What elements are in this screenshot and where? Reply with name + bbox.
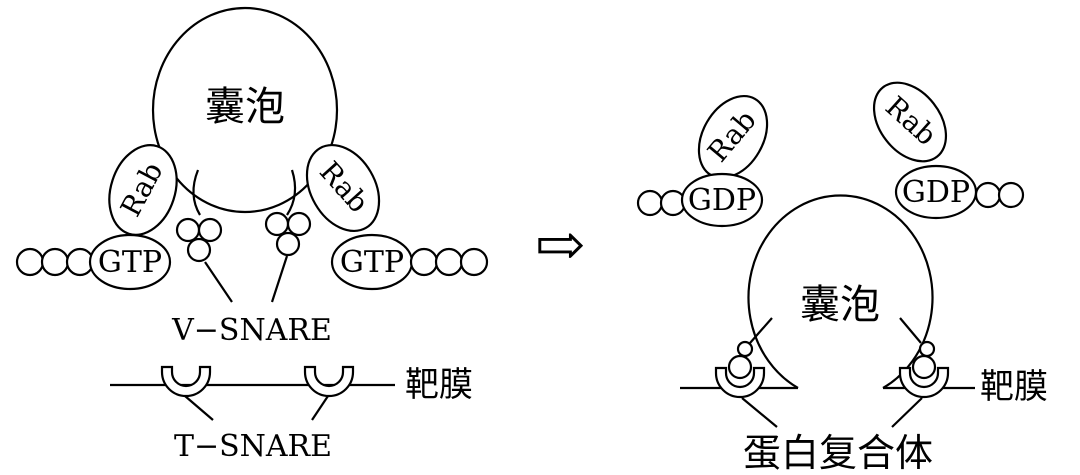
gdp-label-left: GDP bbox=[688, 183, 756, 218]
phosphate-circle bbox=[15, 247, 45, 277]
rab-right bbox=[305, 143, 381, 233]
complex-tether bbox=[749, 317, 773, 344]
gtp-label-left: GTP bbox=[98, 245, 162, 280]
gdp-label-right: GDP bbox=[902, 175, 970, 210]
v-snare-leader bbox=[270, 255, 289, 303]
complex-tether bbox=[899, 317, 922, 344]
t-snare-cup bbox=[714, 366, 766, 399]
v-snare-circle bbox=[911, 354, 937, 380]
t-snare-cup bbox=[898, 366, 950, 399]
gdp-left bbox=[680, 172, 764, 228]
vesicle-right bbox=[747, 194, 934, 389]
v-snare-circle bbox=[186, 237, 212, 263]
v-snare-circle bbox=[727, 354, 753, 380]
t-snare-leader bbox=[184, 395, 214, 421]
complex-leader bbox=[741, 397, 778, 428]
protein-complex-label: 蛋白复合体 bbox=[743, 431, 933, 475]
membrane-label-right: 靶膜 bbox=[980, 367, 1048, 407]
gtp-right-group: GTP bbox=[330, 233, 489, 291]
complex-leader bbox=[891, 397, 923, 428]
phosphate-circle bbox=[997, 181, 1025, 209]
t-snare-cup-left bbox=[160, 365, 212, 398]
phosphate-circle bbox=[459, 247, 489, 277]
gtp-left bbox=[88, 233, 172, 291]
phosphate-circle bbox=[974, 181, 1002, 209]
tether-left bbox=[192, 169, 201, 216]
v-snare-circle bbox=[264, 211, 290, 237]
v-snare-circle bbox=[918, 340, 936, 358]
protein-complex-right bbox=[898, 317, 950, 399]
rab-right-panel-right bbox=[872, 81, 948, 163]
t-snare-label: T−SNARE bbox=[174, 429, 332, 464]
phosphate-circle bbox=[434, 247, 464, 277]
v-snare-circle bbox=[175, 217, 201, 243]
v-snare-circle bbox=[275, 231, 301, 257]
membrane-label-left: 靶膜 bbox=[405, 365, 473, 405]
vesicle-label-right: 囊泡 bbox=[800, 282, 880, 328]
gtp-left-group: GTP bbox=[15, 233, 172, 291]
vesicle-left bbox=[151, 6, 339, 214]
protein-complex-left bbox=[714, 317, 773, 399]
tether-right bbox=[286, 169, 297, 216]
v-snare-label: V−SNARE bbox=[171, 313, 332, 348]
transition-arrow: ⇨ bbox=[535, 210, 585, 280]
t-snare-leader bbox=[311, 395, 329, 421]
v-snare-circle bbox=[197, 217, 223, 243]
left-panel: 囊泡 Rab Rab GTP GTP bbox=[15, 6, 489, 464]
phosphate-circle bbox=[636, 189, 664, 217]
v-snare-circle bbox=[286, 211, 312, 237]
phosphate-circle bbox=[40, 247, 70, 277]
v-snare-right bbox=[264, 211, 312, 257]
v-snare-leader bbox=[204, 261, 233, 303]
gtp-label-right: GTP bbox=[340, 245, 404, 280]
rab-left bbox=[108, 144, 178, 236]
v-snare-circle bbox=[736, 340, 754, 358]
t-snare-cup-right bbox=[303, 365, 355, 398]
vesicle-label-left: 囊泡 bbox=[205, 84, 285, 130]
right-panel: Rab GDP Rab GDP 囊泡 靶膜 bbox=[636, 81, 1048, 475]
v-snare-left bbox=[175, 217, 223, 263]
phosphate-circle bbox=[409, 247, 439, 277]
